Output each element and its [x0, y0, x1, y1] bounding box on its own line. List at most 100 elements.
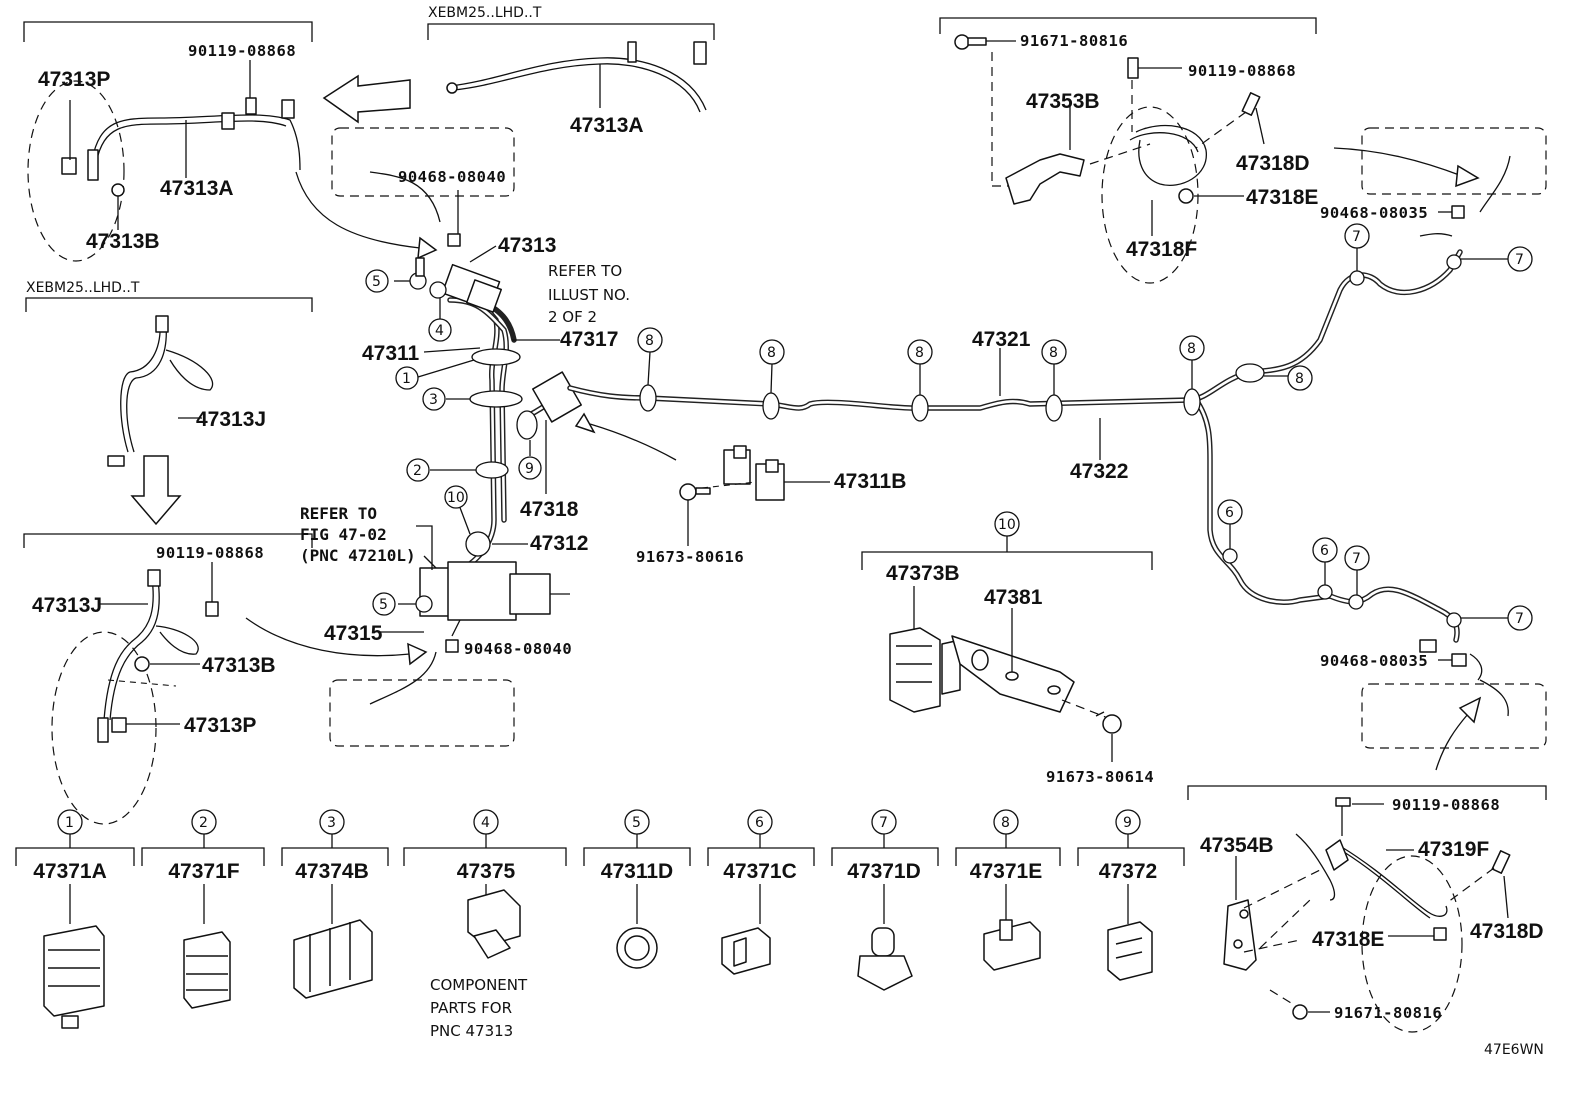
- callout-8-c: 8: [915, 345, 924, 361]
- legend-callout-2: 2: [199, 815, 208, 831]
- note-component-3: PNC 47313: [430, 1022, 513, 1040]
- callout-4: 4: [435, 323, 444, 339]
- legend-bracket: [831, 847, 939, 866]
- label-47354B: 47354B: [1200, 834, 1274, 857]
- label-91671-80816-b: 91671-80816: [1334, 1004, 1442, 1022]
- label-90119-08868-d: 90119-08868: [1392, 796, 1500, 814]
- callout-5-top: 5: [372, 274, 381, 290]
- callout-10-right: 10: [998, 517, 1016, 533]
- diagram-code: 47E6WN: [1484, 1042, 1544, 1058]
- legend-callout-7: 7: [879, 815, 888, 831]
- legend-row: 147371A247371F347374B447375547311D647371…: [15, 809, 1185, 924]
- callout-7-a: 7: [1352, 229, 1361, 245]
- legend-part-47371F: 47371F: [168, 860, 239, 883]
- label-90119-08868-c: 90119-08868: [1188, 62, 1296, 80]
- label-90468-08035-b: 90468-08035: [1320, 652, 1428, 670]
- label-47313: 47313: [498, 234, 556, 257]
- label-47317: 47317: [560, 328, 618, 351]
- callout-8-d: 8: [1049, 345, 1058, 361]
- legend-part-47374B: 47374B: [295, 860, 369, 883]
- arrow-curve-top: [295, 171, 421, 249]
- callouts-main-line: 8 8 8 8 8 8 7 7 6 6 7 7: [637, 223, 1533, 631]
- label-47318: 47318: [520, 498, 579, 521]
- legend-callout-6: 6: [755, 815, 764, 831]
- label-47318F: 47318F: [1126, 238, 1197, 261]
- legend-art: [43, 889, 1153, 1029]
- callout-1: 1: [402, 371, 411, 387]
- callout-8-a: 8: [645, 333, 654, 349]
- labels-central: 47313 REFER TO ILLUST NO. 2 OF 2 47311 4…: [300, 234, 630, 645]
- callout-7-d: 7: [1515, 611, 1524, 627]
- label-47315: 47315: [324, 622, 383, 645]
- label-47322: 47322: [1070, 460, 1128, 483]
- label-47313A-b: 47313A: [570, 114, 644, 137]
- label-47311: 47311: [362, 342, 420, 365]
- callout-6-b: 6: [1320, 543, 1329, 559]
- legend-callout-8: 8: [1001, 815, 1010, 831]
- note-refer-illust-1: REFER TO: [548, 262, 622, 280]
- label-90468-08035-a: 90468-08035: [1320, 204, 1428, 222]
- label-47381: 47381: [984, 586, 1043, 609]
- arrow-down-icon: [130, 455, 182, 526]
- group-central-junction: [380, 245, 582, 637]
- note-component-2: PARTS FOR: [430, 999, 512, 1017]
- callout-7-c: 7: [1352, 551, 1361, 567]
- legend-bracket: [15, 847, 135, 866]
- label-47313J-b: 47313J: [32, 594, 102, 617]
- label-90119-08868-b: 90119-08868: [156, 544, 264, 562]
- label-47318D-b: 47318D: [1470, 920, 1544, 943]
- label-47313P-b: 47313P: [184, 714, 256, 737]
- callout-6-a: 6: [1225, 505, 1234, 521]
- label-47313B-a: 47313B: [86, 230, 160, 253]
- callout-8-b: 8: [767, 345, 776, 361]
- note-component-1: COMPONENT: [430, 976, 528, 994]
- legend-callout-1: 1: [65, 815, 74, 831]
- legend-callout-9: 9: [1123, 815, 1132, 831]
- group-top-center-hose: XEBM25..LHD..T 47313A: [427, 5, 715, 137]
- label-47311B: 47311B: [834, 470, 906, 493]
- group-bottom-right-bracket: 90119-08868 47354B 47319F 47318E 47318D …: [1187, 785, 1547, 1033]
- legend-part-47311D: 47311D: [601, 860, 673, 883]
- callout-3: 3: [429, 392, 438, 408]
- label-47353B: 47353B: [1026, 90, 1100, 113]
- variant-label-top: XEBM25..LHD..T: [428, 5, 542, 21]
- legend-bracket: [1077, 847, 1185, 866]
- label-47312: 47312: [530, 532, 588, 555]
- label-91671-80816-a: 91671-80816: [1020, 32, 1128, 50]
- legend-part-47372: 47372: [1099, 860, 1157, 883]
- label-47318E-a: 47318E: [1246, 186, 1318, 209]
- legend-callout-4: 4: [481, 815, 490, 831]
- legend-bracket: [955, 847, 1061, 866]
- legend-part-47371C: 47371C: [723, 860, 797, 883]
- part-47311B: 47311B 91673-80616: [636, 445, 906, 566]
- note-refer-illust-2: ILLUST NO.: [548, 286, 630, 304]
- legend-callout-3: 3: [327, 815, 336, 831]
- variant-label-mid: XEBM25..LHD..T: [26, 280, 140, 296]
- label-47319F: 47319F: [1418, 838, 1489, 861]
- legend-bracket: [583, 847, 691, 866]
- legend-bracket: [281, 847, 389, 866]
- label-47318D-a: 47318D: [1236, 152, 1310, 175]
- legend-bracket: [707, 847, 815, 866]
- legend-part-47375: 47375: [457, 860, 516, 883]
- group-lower-left-hose: 90119-08868 47313J 47313B 47313P: [23, 533, 313, 825]
- legend-part-47371D: 47371D: [847, 860, 921, 883]
- label-47313J-a: 47313J: [196, 408, 266, 431]
- callout-10-central: 10: [447, 490, 465, 506]
- label-47313A-a: 47313A: [160, 177, 234, 200]
- label-91673-80614: 91673-80614: [1046, 768, 1154, 786]
- label-90119-08868-a: 90119-08868: [188, 42, 296, 60]
- label-47373B: 47373B: [886, 562, 960, 585]
- label-90468-08040-b: 90468-08040: [464, 640, 572, 658]
- callout-8-e: 8: [1187, 341, 1196, 357]
- group-mid-left-hose: XEBM25..LHD..T 47313J: [25, 280, 313, 526]
- legend-part-47371A: 47371A: [33, 860, 107, 883]
- callout-2: 2: [413, 463, 422, 479]
- callout-8-f: 8: [1295, 371, 1304, 387]
- label-47321: 47321: [972, 328, 1031, 351]
- legend-bracket: [403, 847, 567, 866]
- label-90468-08040-a: 90468-08040: [398, 168, 506, 186]
- note-refer-fig-3: (PNC 47210L): [300, 546, 416, 565]
- group-bracket-47381: 10 47373B 47381 91673-80614: [861, 511, 1154, 786]
